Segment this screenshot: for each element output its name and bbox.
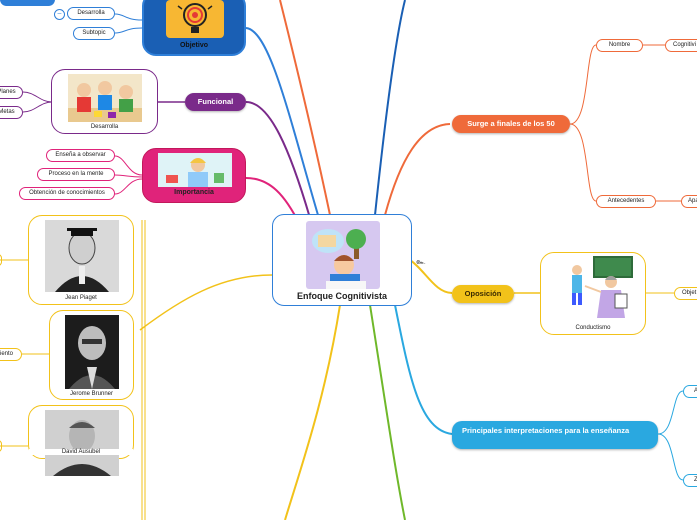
importancia-child-0[interactable]: Enseña a observar <box>46 149 115 162</box>
surge-child-nombre-next[interactable]: Cognitivi <box>665 39 697 52</box>
teacher-student-image <box>565 256 633 322</box>
objetivo-node[interactable]: Objetivo <box>142 0 246 56</box>
funcional-topic[interactable]: Funcional <box>185 93 246 111</box>
oposicion-image-caption: Conductismo <box>575 325 611 331</box>
author-ausubel-node[interactable]: David Ausubel <box>28 405 134 476</box>
brunner-photo <box>65 315 119 389</box>
objetivo-child-0[interactable]: Desarrolla <box>67 7 115 20</box>
objetivo-label: Objetivo <box>179 42 208 49</box>
ausubel-caption: David Ausubel <box>29 449 133 455</box>
surge-child-antecedentes[interactable]: Antecedentes <box>596 195 656 208</box>
piaget-photo <box>45 220 119 292</box>
ausubel-photo <box>45 410 119 476</box>
children-playing-image <box>68 74 142 122</box>
funcional-child-0[interactable]: Planes <box>0 86 23 99</box>
principales-child-0[interactable]: A <box>683 385 697 398</box>
child-learning-image <box>158 153 232 187</box>
target-bulb-image <box>166 0 224 38</box>
surge-topic[interactable]: Surge a finales de los 50 <box>452 115 570 133</box>
piaget-caption: Jean Piaget <box>65 295 97 301</box>
surge-child-antecedentes-next[interactable]: Apa <box>681 195 697 208</box>
importancia-node[interactable]: Importancia <box>142 148 246 203</box>
central-image <box>306 221 380 289</box>
funcional-image-caption: Desarrolla <box>90 124 119 130</box>
importancia-child-2[interactable]: Obtención de conocimientos <box>19 187 115 200</box>
central-topic[interactable]: Enfoque Cognitivista <box>272 214 412 306</box>
author-piaget-node[interactable]: Jean Piaget <box>28 215 134 305</box>
brunner-caption: Jerome Brunner <box>69 391 114 397</box>
principales-topic[interactable]: Principales interpretaciones para la ens… <box>452 421 658 449</box>
brunner-side-label[interactable]: iento <box>0 348 22 361</box>
funcional-child-1[interactable]: Metas <box>0 106 23 119</box>
author-brunner-node[interactable]: Jerome Brunner <box>49 310 134 400</box>
oposicion-image-node[interactable]: Conductismo <box>540 252 646 335</box>
principales-child-1[interactable]: Z <box>683 474 697 487</box>
oposicion-next[interactable]: Objet <box>674 287 697 300</box>
central-title: Enfoque Cognitivista <box>297 291 387 301</box>
importancia-label: Importancia <box>174 189 214 196</box>
oposicion-topic[interactable]: Oposición <box>452 285 514 303</box>
objetivo-top-pill[interactable] <box>0 0 55 6</box>
funcional-image-node[interactable]: Desarrolla <box>51 69 158 134</box>
importancia-child-1[interactable]: Proceso en la mente <box>37 168 115 181</box>
surge-child-nombre[interactable]: Nombre <box>596 39 643 52</box>
collapse-toggle-icon[interactable]: – <box>54 9 65 20</box>
objetivo-child-1[interactable]: Subtopic <box>73 27 115 40</box>
link-marker-icon[interactable]: ๛ <box>416 257 426 266</box>
